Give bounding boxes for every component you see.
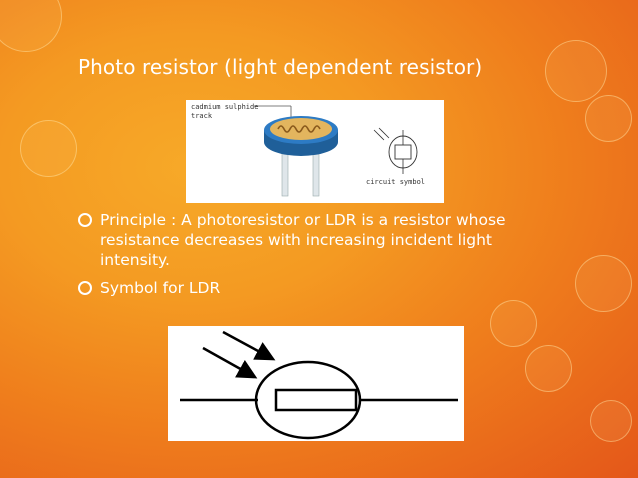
bullet-text: Symbol for LDR <box>100 279 221 297</box>
bokeh-circle <box>590 400 632 442</box>
bokeh-circle <box>585 95 632 142</box>
bokeh-circle <box>525 345 572 392</box>
circuit-symbol-label: circuit symbol <box>366 178 425 186</box>
symbol-resistor <box>274 388 358 412</box>
ldr-lead <box>281 151 289 197</box>
bokeh-circle <box>0 0 62 52</box>
bullet-item-principle: Principle : A photoresistor or LDR is a … <box>78 210 558 270</box>
ldr-symbol-diagram <box>180 330 458 440</box>
bokeh-circle <box>575 255 632 312</box>
bokeh-circle <box>490 300 537 347</box>
bullet-text: Principle : A photoresistor or LDR is a … <box>100 211 506 269</box>
ldr-symbol-figure <box>168 326 464 441</box>
symbol-circle <box>254 360 362 440</box>
bokeh-circle <box>20 120 77 177</box>
bullet-item-symbol: Symbol for LDR <box>78 278 558 298</box>
light-arrow <box>202 346 258 379</box>
ldr-lead <box>312 151 320 197</box>
material-label-line2: track <box>191 112 213 120</box>
ldr-ceramic-face <box>270 118 332 140</box>
bullet-list: Principle : A photoresistor or LDR is a … <box>78 210 558 306</box>
ldr-component-figure: cadmium sulphide track circuit symbol <box>186 100 444 203</box>
material-label-line1: cadmium sulphide <box>191 103 258 111</box>
bokeh-circle <box>545 40 607 102</box>
symbol-resistor <box>394 144 412 160</box>
light-arrow <box>373 129 385 141</box>
light-arrow <box>222 330 276 361</box>
cadmium-sulphide-track <box>277 125 321 133</box>
light-arrow <box>378 127 390 139</box>
bullet-ring-icon <box>78 213 92 227</box>
slide-title: Photo resistor (light dependent resistor… <box>78 55 483 79</box>
bullet-ring-icon <box>78 281 92 295</box>
ldr-component-illustration: cadmium sulphide track circuit symbol <box>191 103 425 197</box>
